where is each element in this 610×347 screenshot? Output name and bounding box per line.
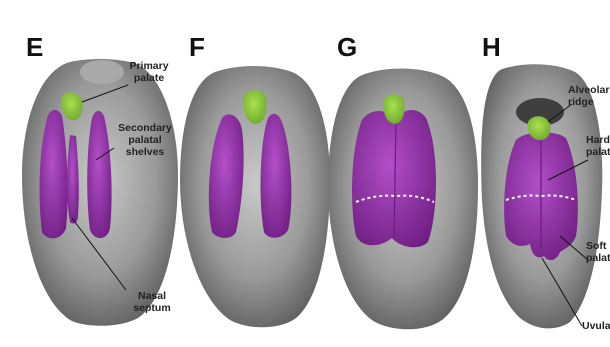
panel-g-illustration bbox=[328, 69, 478, 330]
panel-e-snout bbox=[80, 60, 124, 84]
panel-e-illustration bbox=[22, 59, 178, 326]
label-nasal-septum: Nasal septum bbox=[128, 290, 176, 314]
panel-letter-h: H bbox=[482, 34, 501, 60]
panel-letter-f: F bbox=[189, 34, 205, 60]
panel-letter-g: G bbox=[337, 34, 357, 60]
label-hard-palate: Hard palate bbox=[586, 134, 610, 158]
label-uvula: Uvula bbox=[582, 320, 610, 332]
label-soft-palate: Soft palate bbox=[586, 240, 610, 264]
panel-f-illustration bbox=[180, 66, 330, 327]
label-primary-palate: Primary palate bbox=[122, 60, 176, 84]
label-secondary-palatal-shelves: Secondary palatal shelves bbox=[112, 122, 178, 158]
label-alveolar-ridge: Alveolar ridge bbox=[568, 84, 608, 108]
panel-letter-e: E bbox=[26, 34, 43, 60]
